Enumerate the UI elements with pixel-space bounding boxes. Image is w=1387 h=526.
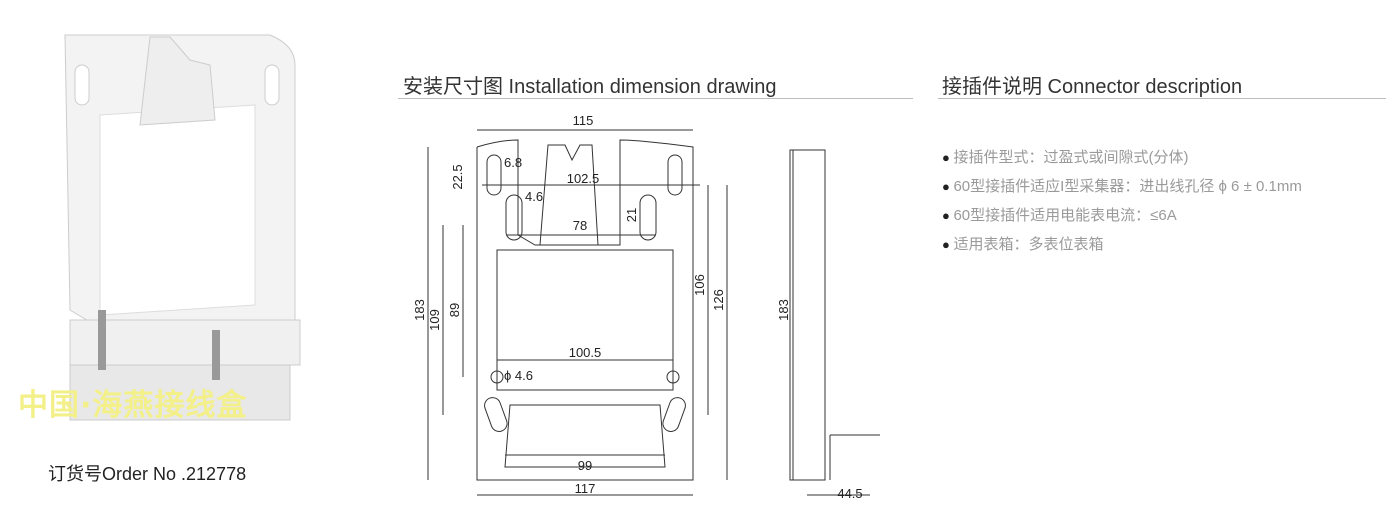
dim-109: 109 <box>427 309 442 331</box>
dim-4-6: 4.6 <box>525 189 543 204</box>
side-dim-183: 183 <box>776 299 791 321</box>
dim-183: 183 <box>412 299 427 321</box>
list-item: 接插件型式：过盈式或间隙式(分体) <box>942 143 1302 172</box>
install-title: 安装尺寸图 Installation dimension drawing <box>403 76 777 98</box>
list-item: 60型接插件适用电能表电流：≤6A <box>942 201 1302 230</box>
dim-21: 21 <box>624 208 639 222</box>
dim-phi-4-6: ϕ 4.6 <box>504 368 533 383</box>
watermark: 中国·海燕接线盒 <box>18 388 248 423</box>
install-divider <box>398 98 913 99</box>
dim-44-5: 44.5 <box>837 486 862 501</box>
connector-title: 接插件说明 Connector description <box>942 76 1243 98</box>
dim-100-5: 100.5 <box>569 345 602 360</box>
dim-99: 99 <box>578 458 592 473</box>
dim-102-5: 102.5 <box>567 171 600 186</box>
dimension-drawing: 115 6.8 22.5 102.5 4.6 21 78 183 109 89 … <box>412 113 880 501</box>
list-item: 60型接插件适应I型采集器：进出线孔径 ϕ 6 ± 0.1mm <box>942 172 1301 201</box>
dim-89: 89 <box>447 303 462 317</box>
product-photo <box>64 34 301 421</box>
list-item: 适用表箱：多表位表箱 <box>942 230 1302 259</box>
dim-115: 115 <box>573 113 594 128</box>
dim-106: 106 <box>692 274 707 296</box>
connector-list: 接插件型式：过盈式或间隙式(分体) 60型接插件适应I型采集器：进出线孔径 ϕ … <box>942 143 1302 259</box>
connector-divider <box>938 98 1386 99</box>
dim-126: 126 <box>711 289 726 311</box>
order-number: 订货号Order No .212778 <box>48 464 247 484</box>
dim-6-8: 6.8 <box>504 155 522 170</box>
dim-117: 117 <box>575 481 596 496</box>
dim-22-5: 22.5 <box>450 164 465 189</box>
dim-78: 78 <box>573 218 587 233</box>
